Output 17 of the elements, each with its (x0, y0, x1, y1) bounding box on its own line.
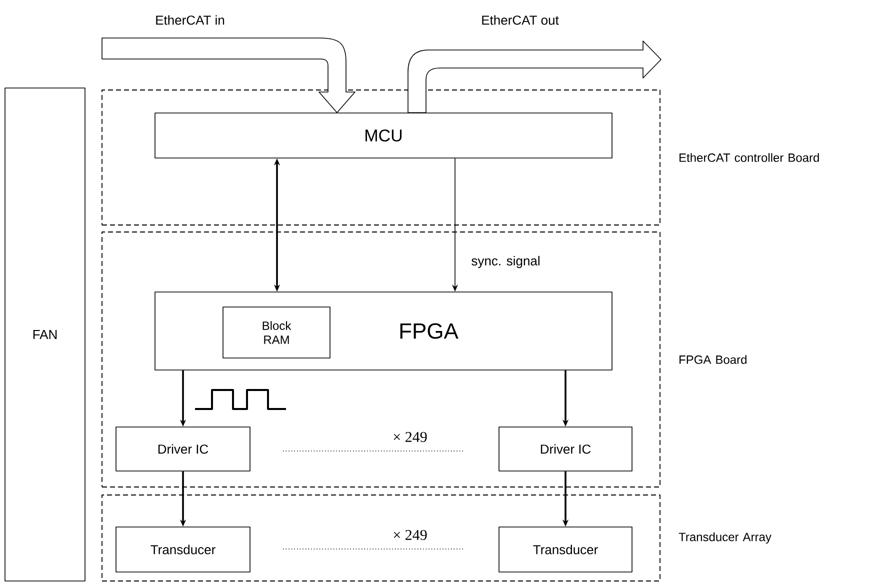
edge-label: EtherCAT out (482, 15, 559, 25)
multiplier-label: × 249 (394, 530, 427, 540)
board-label: FPGA Board (680, 355, 746, 364)
fan-box: FAN (4, 88, 86, 582)
multiplier-label: × 249 (394, 432, 427, 442)
component-box: Driver IC (116, 426, 250, 472)
board-label: EtherCAT controller Board (680, 153, 819, 162)
component-box: Transducer (116, 526, 250, 572)
block-arrow (102, 38, 356, 113)
edge-label: sync. signal (472, 256, 540, 268)
memory-box: Block RAM (222, 306, 330, 358)
board-label: Transducer Array (678, 532, 772, 544)
component-box: Transducer (498, 526, 632, 572)
component-box: MCU (154, 112, 612, 158)
component-box: Driver IC (498, 426, 632, 472)
block-arrow (408, 40, 662, 113)
edge-label: EtherCAT in (156, 15, 224, 25)
